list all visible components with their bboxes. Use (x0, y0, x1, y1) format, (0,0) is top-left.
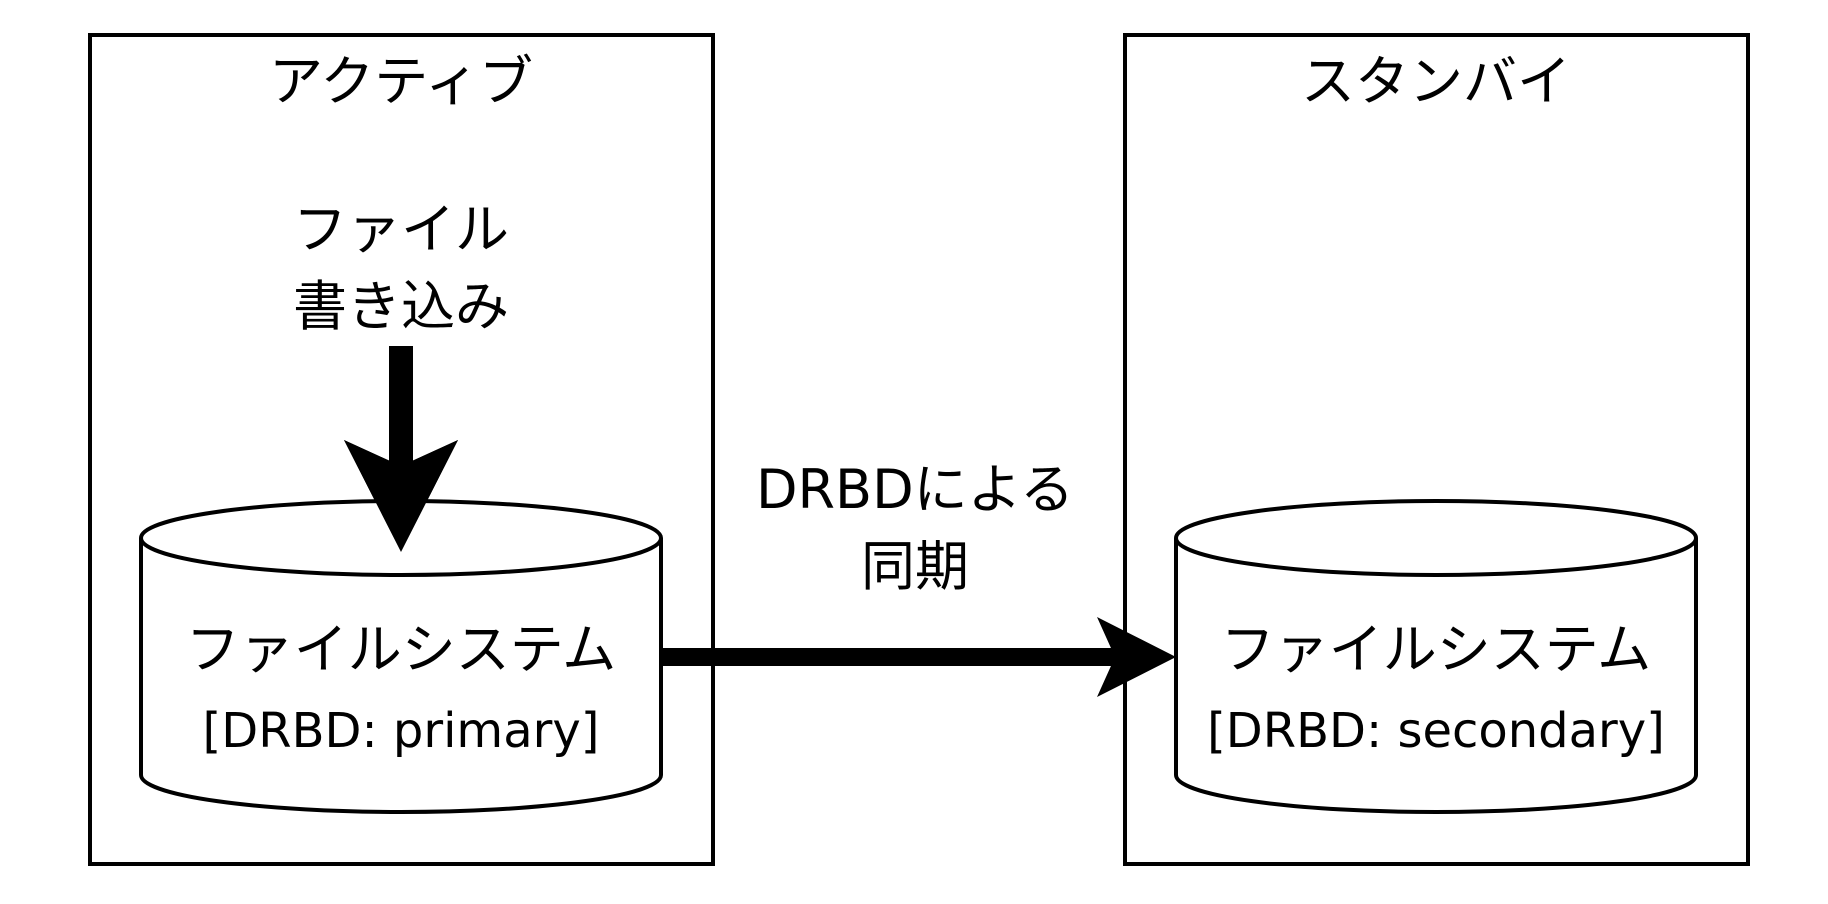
primary-disk-body (139, 538, 663, 814)
sync-arrow-head (1097, 617, 1176, 697)
standby-node-title: スタンバイ (1301, 50, 1571, 113)
secondary-disk-label-line1: ファイルシステム (1221, 618, 1651, 681)
write-label-line1: ファイル (293, 198, 509, 261)
write-arrow-head-overlay (344, 440, 458, 552)
secondary-disk-top (1174, 499, 1698, 577)
write-label-line2: 書き込み (293, 275, 509, 338)
sync: DRBDによる 同期 (661, 458, 1176, 697)
secondary-disk-body (1174, 538, 1698, 814)
write-arrow-shaft (389, 346, 413, 466)
sync-arrow-shaft (661, 648, 1131, 666)
sync-label-line1: DRBDによる (756, 458, 1074, 521)
standby-node: スタンバイ ファイルシステム [DRBD: secondary] (1123, 33, 1750, 866)
primary-disk: ファイルシステム [DRBD: primary] (139, 440, 663, 814)
secondary-disk: ファイルシステム [DRBD: secondary] (1174, 499, 1698, 814)
primary-disk-label-line2: [DRBD: primary] (203, 703, 600, 759)
active-node-box (88, 33, 715, 866)
standby-node-box (1123, 33, 1750, 866)
active-node-title: アクティブ (269, 50, 533, 113)
primary-disk-label-line1: ファイルシステム (186, 618, 616, 681)
sync-label-line2: 同期 (861, 535, 969, 598)
secondary-disk-label-line2: [DRBD: secondary] (1207, 703, 1665, 759)
active-node: アクティブ ファイル 書き込み ファイルシステム [DRBD: primary] (88, 33, 715, 866)
sync-arrow (661, 617, 1176, 697)
